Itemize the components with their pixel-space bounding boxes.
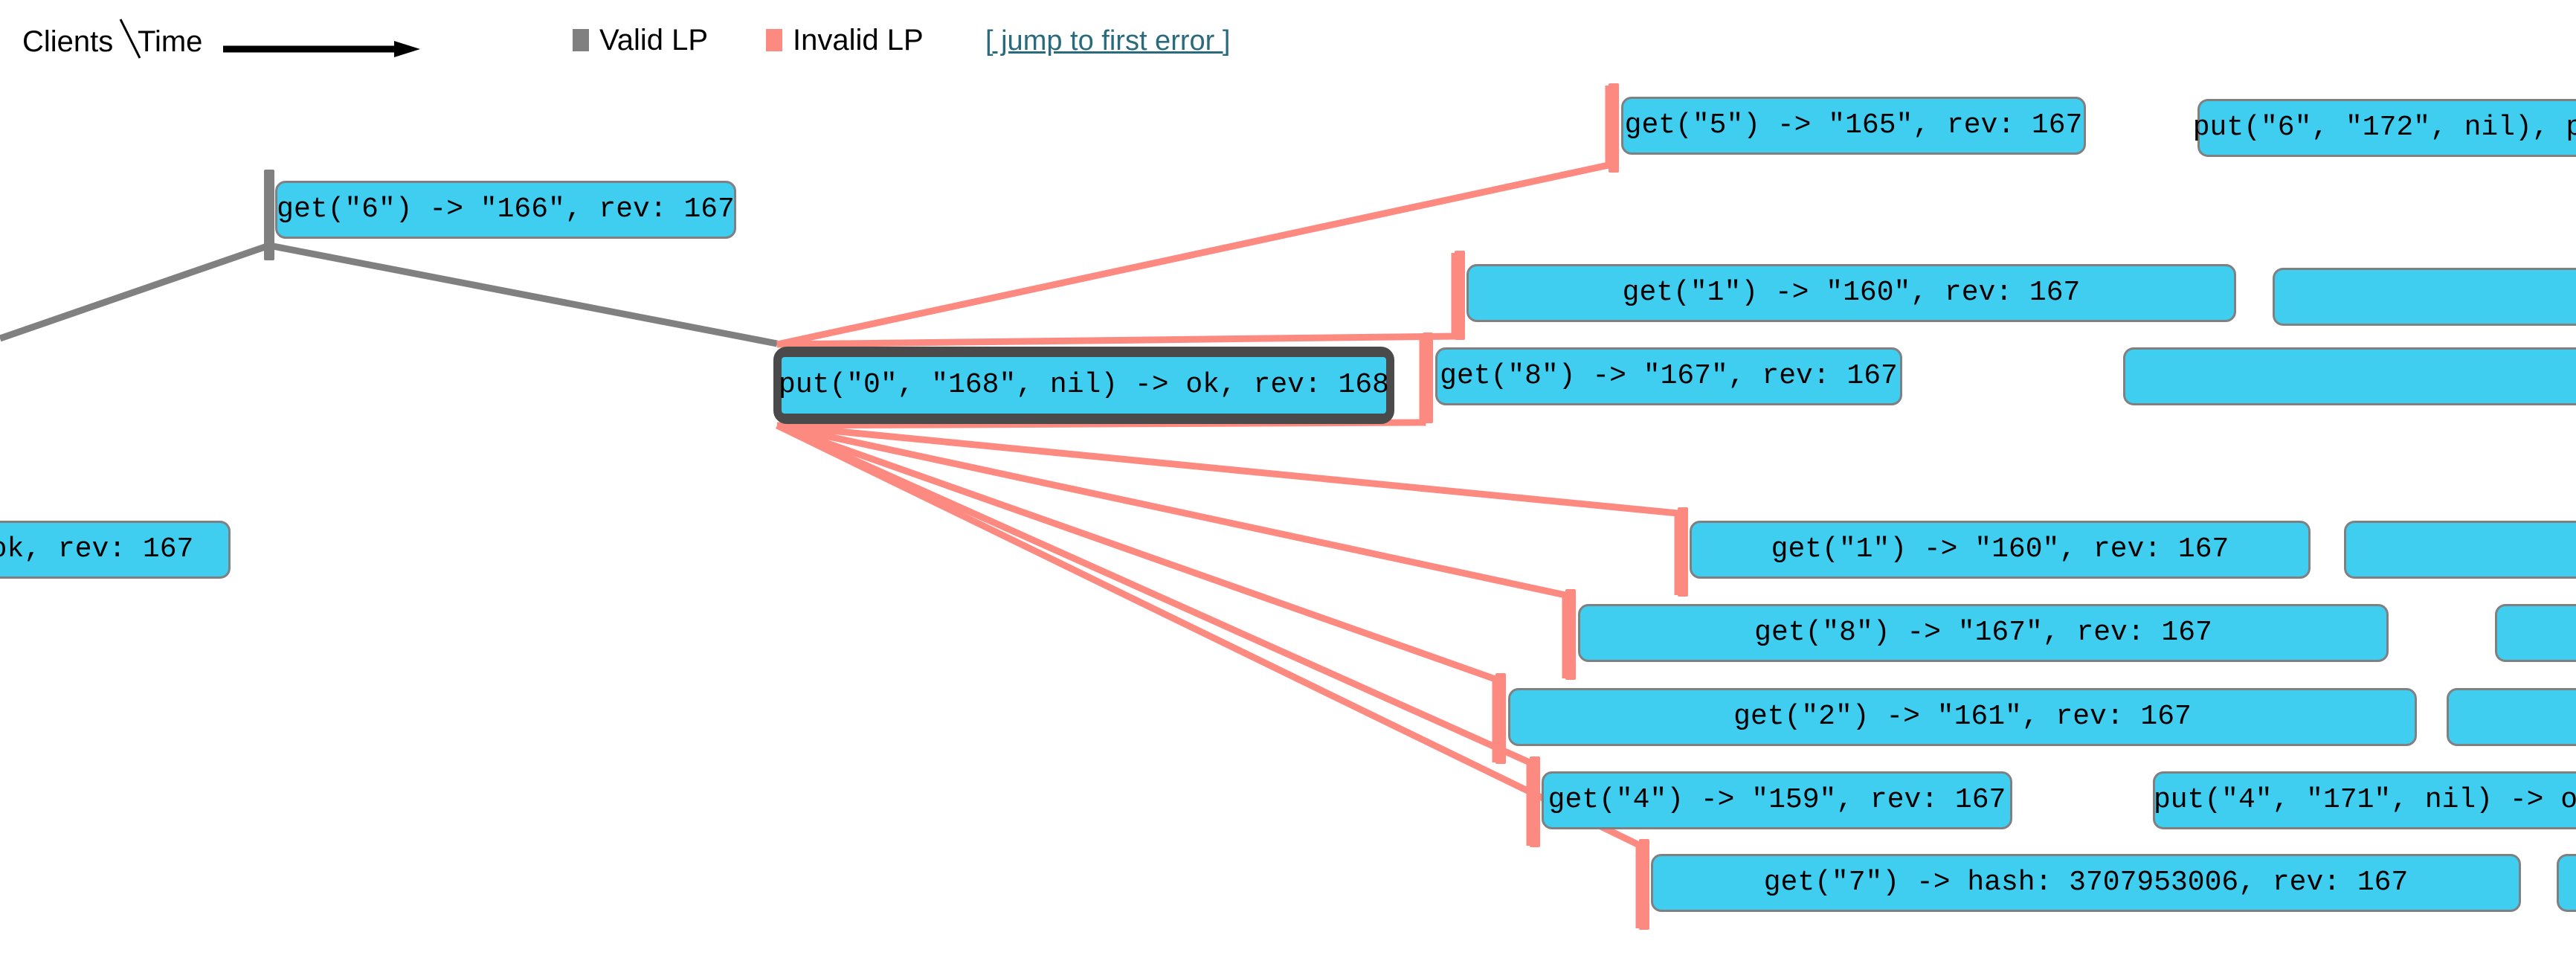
diagonal-slash-icon [119,19,141,59]
operation-box-body: put("6", "172", nil), p [2193,114,2576,142]
operation-box-body: put("0", "168", nil) -> ok, rev: 168 [779,357,1389,414]
operation-box[interactable]: put("6", "172", nil), p [2193,99,2576,157]
operation-box[interactable]: get("5") -> "165", rev: 167 [1621,97,2086,155]
operation-label: get("5") -> "165", rev: 167 [1624,109,2083,141]
clients-axis-label: Clients [22,25,114,58]
invalid-lp-marker [1423,332,1433,423]
operation-label: get("4") -> "159", rev: 167 [1548,784,2006,816]
invalid-lp-marker [1530,756,1540,847]
legend-item-invalid-lp: Invalid LP [766,25,924,55]
operation-label: get("2") -> "161", rev: 167 [1733,701,2192,733]
operation-box-body: ok, rev: 167 [0,536,193,564]
operation-box-body: get("1") -> "160", rev: 167 [1623,279,2081,307]
invalid-lp-marker [1639,839,1649,930]
operation-box-body: get("5") -> "165", rev: 167 [1625,112,2083,140]
valid-lp-marker [264,170,274,260]
operation-label: get("7") -> hash: 3707953006, rev: 167 [1763,867,2409,899]
operation-box-body: get("1") -> "160", rev: 167 [1771,536,2229,564]
operation-label: put("0", "168", nil) -> ok, rev: 168 [779,369,1389,401]
operation-label: ok, rev: 167 [0,533,194,565]
operation-label: get("1") -> "160", rev: 167 [1771,533,2229,565]
invalid-lp-marker [1495,673,1506,764]
operation-box-body: get("6") -> "166", rev: 167 [277,196,735,224]
operation-label: get("8") -> "167", rev: 167 [1754,617,2212,649]
operation-box-body: get("8") -> "167", rev: 167 [1440,362,1898,391]
legend-item-valid-lp: Valid LP [573,25,708,55]
operation-label: get("1") -> "160", rev: 167 [1622,277,2081,309]
operation-box-body: get("2") -> "161", rev: 167 [1733,703,2192,731]
invalid-lp-swatch-icon [766,29,782,51]
operation-box-body: get("7") -> hash: 3707953006, rev: 167 [1764,869,2409,897]
legend-label-invalid-lp: Invalid LP [793,24,924,57]
operation-box[interactable]: ok, rev: 167 [0,521,231,579]
jump-to-first-error-link[interactable]: [ jump to first error ] [985,25,1231,57]
operation-box-body: put("4", "171", nil) -> o [2154,786,2576,814]
operation-box[interactable] [2447,688,2576,746]
operation-box[interactable]: get("7") -> hash: 3707953006, rev: 167 [1651,854,2521,912]
operation-box[interactable] [2557,854,2576,912]
right-arrow-icon [223,41,420,57]
invalid-lp-marker [1609,83,1619,173]
operation-box[interactable]: get("1") -> "160", rev: 167 [1690,521,2311,579]
operation-box-body: get("8") -> "167", rev: 167 [1754,619,2212,647]
operation-label: get("6") -> "166", rev: 167 [277,193,735,225]
operation-box[interactable] [2273,268,2576,326]
invalid-lp-marker [1678,507,1688,597]
operation-box[interactable]: get("8") -> "167", rev: 167 [1435,347,1902,405]
operation-box[interactable]: get("8") -> "167", rev: 167 [1578,604,2389,662]
invalid-lp-marker [1565,589,1576,680]
operation-label: put("6", "172", nil), p [2192,112,2576,144]
operation-box[interactable] [2123,347,2576,405]
operation-box[interactable]: put("0", "168", nil) -> ok, rev: 168 [773,347,1394,424]
time-axis-label: Time [138,25,203,58]
operation-box[interactable]: put("4", "171", nil) -> o [2153,771,2576,829]
operation-label: put("4", "171", nil) -> o [2153,784,2576,816]
operation-box[interactable]: get("1") -> "160", rev: 167 [1466,264,2236,322]
operation-box[interactable]: get("4") -> "159", rev: 167 [1542,771,2012,829]
operation-box[interactable]: get("6") -> "166", rev: 167 [275,181,736,239]
operation-box[interactable] [2495,604,2576,662]
operation-box-body: get("4") -> "159", rev: 167 [1548,786,2006,814]
operation-box[interactable] [2344,521,2576,579]
legend-label-valid-lp: Valid LP [599,24,709,57]
invalid-lp-marker [1455,251,1465,340]
operation-box[interactable]: get("2") -> "161", rev: 167 [1508,688,2417,746]
header-legend-bar: Clients Time Valid LP Invalid LP [ jump … [0,0,2576,82]
operation-label: get("8") -> "167", rev: 167 [1440,360,1898,392]
valid-lp-swatch-icon [573,29,589,51]
